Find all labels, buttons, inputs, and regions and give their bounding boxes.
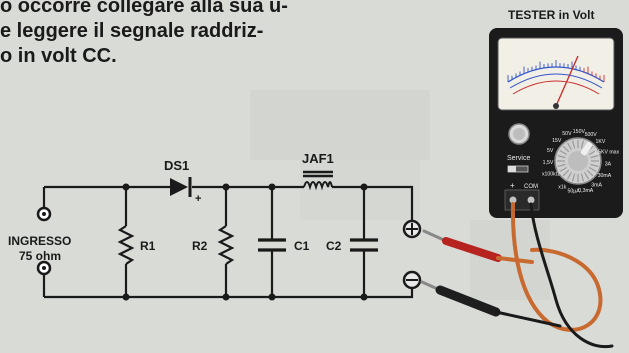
junction-r1-bottom	[122, 293, 130, 301]
dial-ridge	[571, 140, 576, 149]
dial-ridge	[571, 173, 576, 182]
junction-r1-top	[122, 183, 130, 191]
plus-label: +	[510, 181, 515, 190]
dial-ridge	[566, 171, 573, 180]
dial-ridge	[562, 145, 570, 153]
capacitor-c1	[258, 238, 286, 252]
dial-ridge	[557, 154, 566, 159]
range-label: 3A	[605, 162, 612, 168]
test-lead-black	[529, 202, 614, 349]
inductor-jaf1	[303, 170, 333, 191]
dial-ridge	[590, 154, 599, 159]
meter-scale	[507, 60, 605, 95]
meter-needle	[555, 55, 579, 107]
input-label: INGRESSO	[8, 234, 71, 248]
socket-com	[527, 196, 535, 204]
black-probe	[420, 280, 562, 328]
range-label: 50µA	[568, 189, 581, 195]
intro-line-2: e leggere il segnale raddriz-	[0, 20, 264, 42]
range-label: 1,5KV max	[594, 150, 620, 156]
diode-ds1	[170, 177, 192, 197]
dial-ridge	[590, 163, 599, 168]
dial-ridge	[588, 149, 597, 156]
tester-title: TESTER in Volt	[508, 8, 594, 22]
input-connector-bottom	[36, 260, 52, 276]
red-probe	[422, 229, 534, 264]
r2-label: R2	[192, 239, 208, 253]
r1-label: R1	[140, 239, 156, 253]
junction-c1-top	[268, 183, 276, 191]
inductor-label: JAF1	[302, 151, 334, 166]
socket-plus	[509, 196, 517, 204]
input-connector-top	[36, 206, 52, 222]
intro-line-3: o in volt CC.	[0, 45, 117, 67]
input-sockets	[504, 189, 540, 211]
test-lead-red	[510, 202, 603, 332]
junction-r2-bottom	[222, 293, 230, 301]
range-selector-dial	[554, 137, 602, 185]
junction-dots	[122, 183, 368, 301]
intro-line-1: o occorre collegare alla sua u-	[0, 0, 288, 17]
top-rail-wire-3	[332, 185, 414, 226]
range-label: 15V	[552, 138, 562, 144]
dial-ridge	[583, 171, 590, 180]
diode-label: DS1	[164, 158, 189, 173]
range-label: 500V	[585, 132, 598, 138]
dial-ridge	[586, 169, 594, 177]
range-label: 5V	[547, 148, 554, 154]
range-label: 50V	[562, 131, 572, 137]
input-impedance-label: 75 ohm	[19, 249, 61, 263]
r1-zigzag	[117, 225, 135, 265]
capacitor-c2	[350, 238, 378, 252]
r2-zigzag	[217, 225, 235, 265]
range-label: 1,5V	[543, 160, 554, 166]
dial-ridge	[562, 169, 570, 177]
dial-ridge	[566, 142, 573, 151]
service-knob	[508, 123, 530, 145]
dial-ridge	[588, 166, 597, 173]
dial-ridge	[580, 173, 585, 182]
range-label: 3mA	[591, 183, 602, 189]
range-label: x100kΩ	[542, 172, 560, 178]
service-label: Service	[507, 155, 530, 162]
c1-label: C1	[294, 239, 310, 253]
dial-ridge	[557, 163, 566, 168]
background-texture	[250, 90, 550, 300]
junction-r2-top	[222, 183, 230, 191]
range-label: 30mA	[598, 173, 612, 179]
range-label: 1KV	[596, 139, 606, 145]
range-label: 150V	[573, 129, 586, 135]
output-terminal-plus	[402, 219, 422, 239]
dial-ridge	[559, 166, 568, 173]
com-label: COM	[524, 184, 538, 190]
range-label: 0,3mA	[578, 188, 594, 194]
junction-c2-top	[360, 183, 368, 191]
dial-ridge	[580, 140, 585, 149]
diode-plus-label: +	[195, 193, 201, 205]
c2-label: C2	[326, 239, 342, 253]
junction-c2-bottom	[360, 293, 368, 301]
range-label: x1k	[558, 185, 566, 191]
needle-pivot	[553, 103, 559, 109]
intro-text: o occorre collegare alla sua u- e legger…	[0, 0, 340, 69]
service-switch	[507, 165, 529, 173]
output-terminal-minus	[402, 270, 422, 290]
dial-ridge	[559, 149, 568, 156]
junction-c1-bottom	[268, 293, 276, 301]
